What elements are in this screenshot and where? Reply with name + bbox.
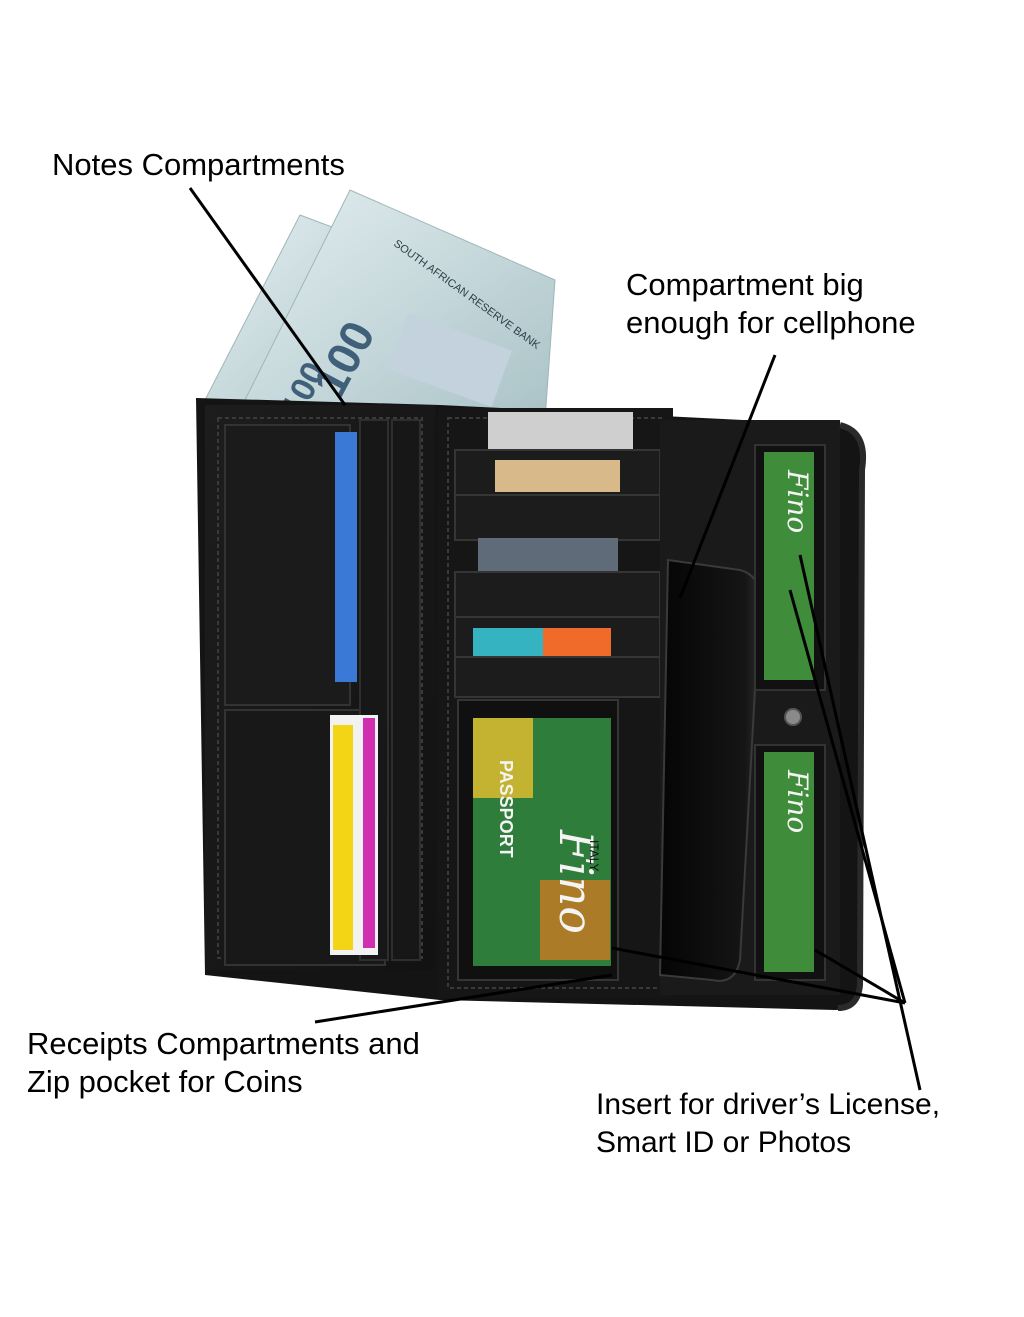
id-window-word: PASSPORT	[496, 760, 516, 858]
wallet: Fino PASSPORT ITALY Fino Fino	[196, 398, 866, 1011]
card-tan	[495, 460, 620, 492]
receipt-yellow	[333, 725, 353, 950]
right-window-bottom-insert	[764, 752, 814, 972]
left-long-slot	[224, 424, 351, 706]
left-vertical-slot-2	[391, 419, 421, 961]
callout-receipts: Receipts Compartments and Zip pocket for…	[27, 1025, 420, 1101]
card-orange	[543, 628, 611, 656]
callout-receipts-line-2: Zip pocket for Coins	[27, 1064, 303, 1099]
card-silver	[488, 412, 633, 452]
receipt-pink	[363, 718, 375, 948]
id-window-brand: Fino	[549, 829, 603, 934]
leader-receipts-1	[314, 973, 613, 1024]
leader-lines	[188, 187, 922, 1091]
right-window-bottom-brand: Fino	[781, 769, 814, 833]
card-slot-3	[454, 571, 661, 618]
card-grey	[478, 538, 618, 572]
leader-cellphone	[678, 354, 777, 599]
callout-receipts-line-1: Receipts Compartments and	[27, 1026, 420, 1061]
leader-notes	[188, 187, 347, 406]
card-slot-2	[454, 494, 661, 541]
card-teal	[473, 628, 543, 656]
left-panel-stitch	[217, 417, 423, 959]
callout-cellphone-line-2: enough for cellphone	[626, 305, 916, 340]
callout-cellphone: Compartment big enough for cellphone	[626, 266, 916, 342]
cellphone	[658, 558, 762, 982]
right-window-top-brand: Fino	[781, 469, 814, 533]
blue-card	[335, 432, 357, 682]
card-slot-5	[454, 656, 661, 698]
id-window-country: ITALY	[587, 840, 601, 872]
callout-license-line-1: Insert for driver’s License,	[596, 1088, 941, 1121]
wallet-flap-edge	[837, 422, 866, 1011]
callout-cellphone-line-1: Compartment big	[626, 267, 864, 302]
callout-notes: Notes Compartments	[52, 146, 345, 184]
leader-receipts-2	[611, 946, 906, 1005]
leader-license-3	[798, 554, 922, 1091]
leader-license-1	[814, 948, 906, 1005]
snap-button	[784, 708, 802, 726]
banknote-hologram	[388, 312, 512, 408]
callout-license-line-2: Smart ID or Photos	[596, 1126, 852, 1159]
id-window-insert-patch-1	[473, 718, 533, 798]
callout-notes-line-1: Notes Compartments	[52, 147, 345, 182]
id-window-insert-patch-2	[540, 880, 610, 960]
callout-license: Insert for driver’s License, Smart ID or…	[596, 1086, 940, 1162]
banknotes: 100 100 SOUTH AFRICAN RESERVE BANK	[204, 189, 556, 424]
